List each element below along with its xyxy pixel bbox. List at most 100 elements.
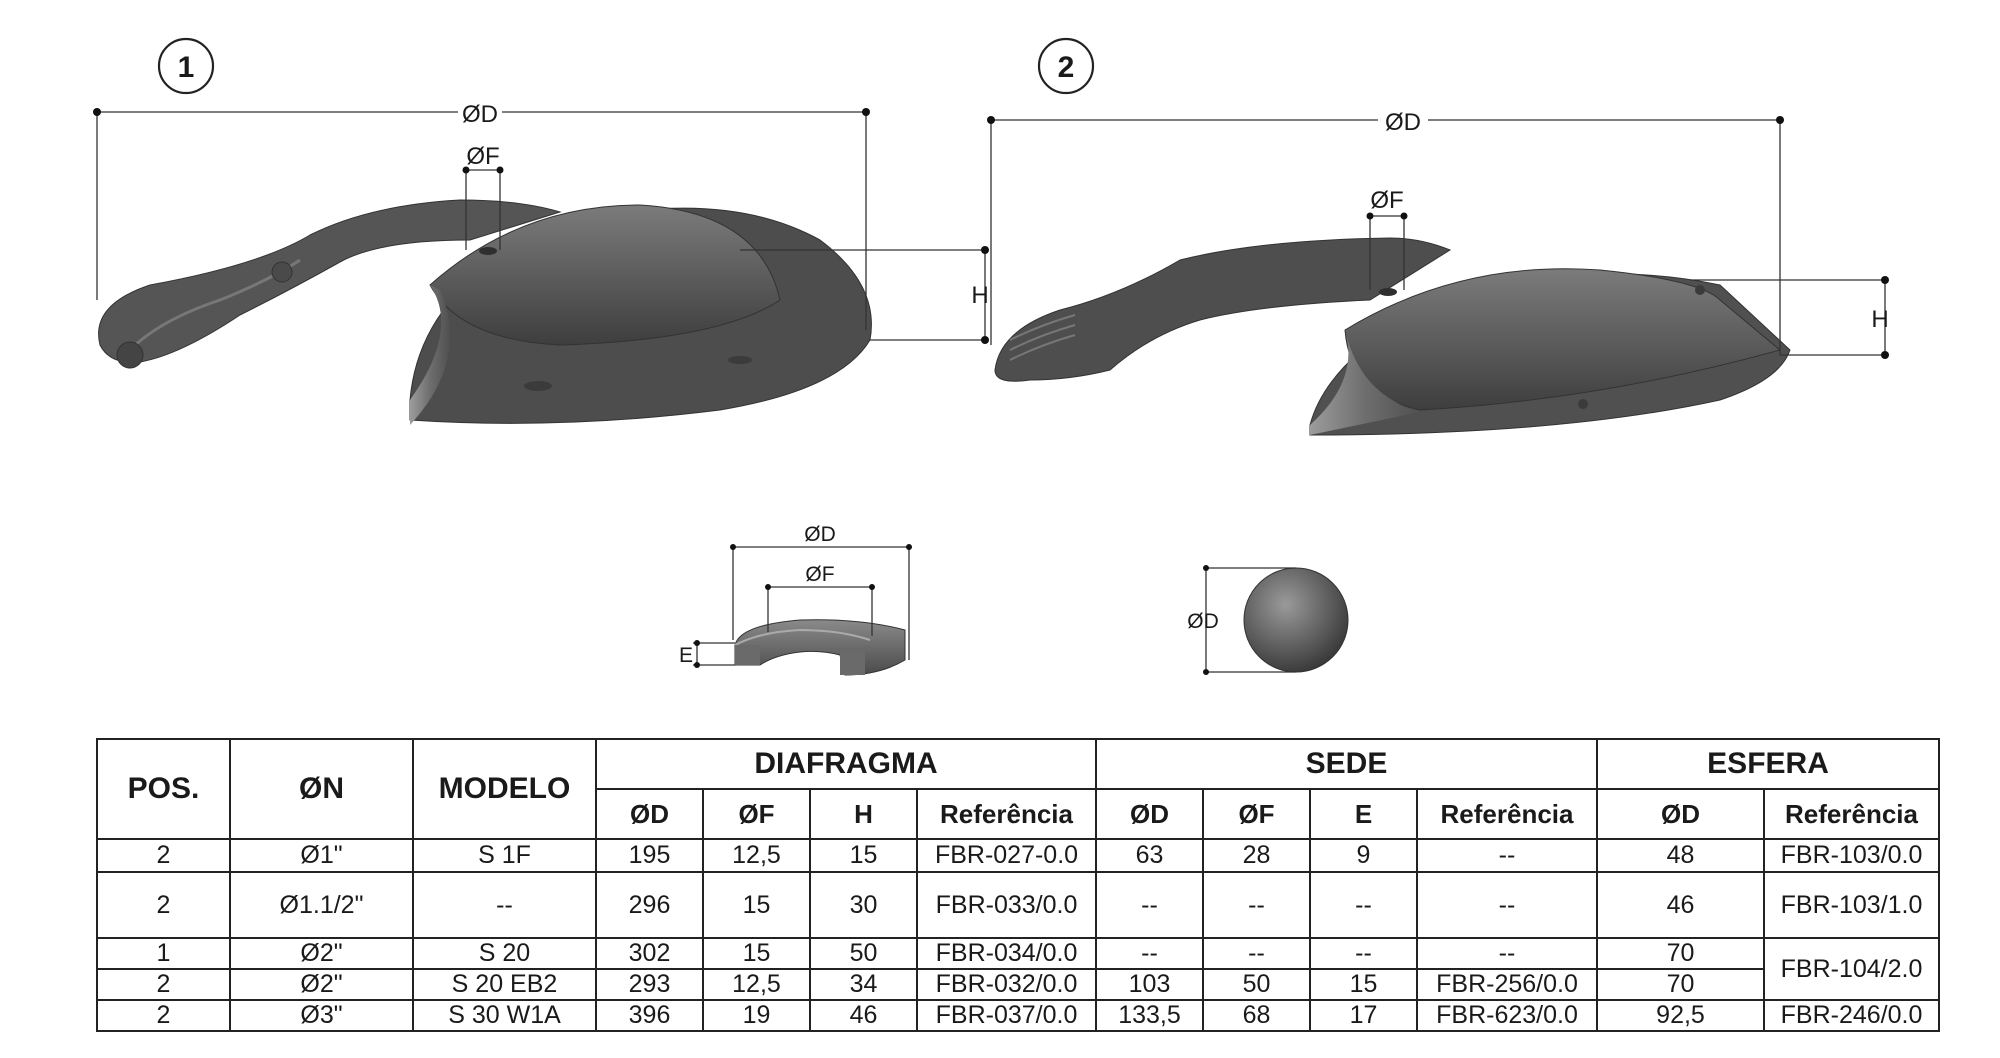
cell-dia-d: 293 (595, 968, 704, 1001)
header-sede-e: E (1309, 788, 1418, 840)
cell-n: Ø3" (229, 999, 414, 1032)
cell-sede-f: 28 (1202, 838, 1311, 873)
cell-dia-h: 34 (809, 968, 918, 1001)
header-dia-d: ØD (595, 788, 704, 840)
svg-text:E: E (679, 644, 693, 667)
table-row: 2 Ø2" S 20 EB2 293 12,5 34 FBR-032/0.0 1… (96, 968, 1939, 1001)
cell-modelo: S 20 EB2 (412, 968, 597, 1001)
callout-2: 2 (1037, 37, 1095, 95)
cell-pos: 1 (96, 937, 231, 970)
cell-sede-e: -- (1309, 871, 1418, 939)
svg-text:ØD: ØD (462, 101, 498, 128)
header-diafragma: DIAFRAGMA (595, 738, 1097, 790)
table-row: 2 Ø1.1/2" -- 296 15 30 FBR-033/0.0 -- --… (96, 871, 1941, 939)
svg-text:ØD: ØD (1385, 109, 1421, 136)
cell-modelo: S 20 (412, 937, 597, 970)
svg-text:ØD: ØD (804, 523, 836, 546)
cell-sede-f: -- (1202, 937, 1311, 970)
cell-sede-ref: -- (1415, 871, 1599, 939)
cell-n: Ø2" (229, 937, 414, 970)
cell-dia-ref: FBR-027-0.0 (916, 838, 1097, 873)
table-row: 1 Ø2" S 20 302 15 50 FBR-034/0.0 -- -- -… (96, 937, 1941, 1001)
cell-pos: 2 (96, 999, 231, 1032)
cell-pos: 2 (96, 968, 231, 1001)
cell-dia-f: 19 (702, 999, 811, 1032)
ball-dimensions: ØD (1187, 565, 1296, 675)
cell-sede-d: 133,5 (1095, 999, 1204, 1032)
header-esf-d: ØD (1596, 788, 1766, 840)
cell-esf-ref: FBR-103/0.0 (1763, 838, 1941, 873)
header-sede-ref: Referência (1415, 788, 1599, 840)
cell-dia-h: 30 (809, 871, 918, 939)
cell-esf-d: 48 (1596, 838, 1766, 873)
diaphragm-2-dimensions: ØD ØF H (987, 106, 1889, 359)
header-dia-ref: Referência (916, 788, 1097, 840)
cell-dia-ref: FBR-032/0.0 (916, 968, 1097, 1001)
cell-dia-f: 12,5 (702, 838, 811, 873)
diaphragm-2-illustration (994, 237, 1791, 436)
cell-dia-d: 195 (595, 838, 704, 873)
cell-pos: 2 (96, 838, 231, 873)
diaphragm-1-dimensions: ØD ØF H (93, 98, 989, 344)
cell-esf-ref: FBR-246/0.0 (1763, 999, 1941, 1032)
cell-modelo: S 30 W1A (412, 999, 597, 1032)
cell-dia-d: 296 (595, 871, 704, 939)
header-dia-f: ØF (702, 788, 811, 840)
cell-modelo: -- (412, 871, 597, 939)
svg-text:ØF: ØF (466, 143, 499, 170)
svg-text:ØF: ØF (805, 563, 834, 586)
header-sede-d: ØD (1095, 788, 1204, 840)
header-pos: POS. (96, 738, 231, 840)
cell-sede-ref: -- (1415, 937, 1599, 970)
parts-spec-table: POS. ØN MODELO DIAFRAGMA SEDE ESFERA ØD … (96, 738, 1941, 1032)
header-modelo: MODELO (412, 738, 597, 840)
table-row: 2 Ø1" S 1F 195 12,5 15 FBR-027-0.0 63 28… (96, 838, 1941, 873)
cell-n: Ø1" (229, 838, 414, 873)
cell-sede-f: 50 (1202, 968, 1311, 1001)
cell-dia-ref: FBR-034/0.0 (916, 937, 1097, 970)
cell-sede-e: 17 (1309, 999, 1418, 1032)
cell-dia-f: 15 (702, 871, 811, 939)
cell-dia-f: 12,5 (702, 968, 811, 1001)
cell-esf-d: 70 (1596, 937, 1766, 970)
cell-dia-h: 15 (809, 838, 918, 873)
svg-text:ØD: ØD (1187, 610, 1219, 633)
cell-sede-e: 15 (1309, 968, 1418, 1001)
cell-dia-d: 302 (595, 937, 704, 970)
cell-sede-f: 68 (1202, 999, 1311, 1032)
cell-dia-h: 50 (809, 937, 918, 970)
table-row: 2 Ø3" S 30 W1A 396 19 46 FBR-037/0.0 133… (96, 999, 1941, 1032)
header-sede: SEDE (1094, 738, 1599, 790)
svg-text:1: 1 (178, 51, 195, 84)
table-header-row-1: POS. ØN MODELO DIAFRAGMA SEDE ESFERA (96, 738, 1941, 840)
header-esf-ref: Referência (1763, 788, 1941, 840)
cell-sede-f: -- (1202, 871, 1311, 939)
cell-sede-ref: -- (1415, 838, 1599, 873)
header-dia-h: H (809, 788, 918, 840)
header-esfera: ESFERA (1596, 738, 1941, 790)
cell-dia-f: 15 (702, 937, 811, 970)
cell-dia-ref: FBR-037/0.0 (916, 999, 1097, 1032)
cell-esf-ref: FBR-103/1.0 (1763, 871, 1941, 939)
cell-n: Ø2" (229, 968, 414, 1001)
cell-sede-d: 63 (1095, 838, 1204, 873)
diaphragm-1-illustration (98, 199, 872, 425)
header-n: ØN (229, 738, 414, 840)
cell-esf-d: 46 (1596, 871, 1766, 939)
cell-n: Ø1.1/2" (229, 871, 414, 939)
header-sede-f: ØF (1202, 788, 1311, 840)
cell-modelo: S 1F (412, 838, 597, 873)
svg-text:H: H (1871, 306, 1888, 333)
cell-sede-ref: FBR-623/0.0 (1415, 999, 1599, 1032)
cell-sede-e: -- (1309, 937, 1418, 970)
ball-illustration (1243, 567, 1349, 673)
callout-1: 1 (157, 37, 215, 95)
svg-text:H: H (971, 282, 988, 309)
cell-dia-h: 46 (809, 999, 918, 1032)
seat-dimensions: ØD ØF E (679, 523, 912, 668)
svg-text:2: 2 (1058, 51, 1075, 84)
cell-sede-ref: FBR-256/0.0 (1415, 968, 1599, 1001)
cell-pos: 2 (96, 871, 231, 939)
parts-drawing: 1 2 ØD ØF (93, 37, 1889, 676)
seat-illustration (734, 619, 906, 676)
